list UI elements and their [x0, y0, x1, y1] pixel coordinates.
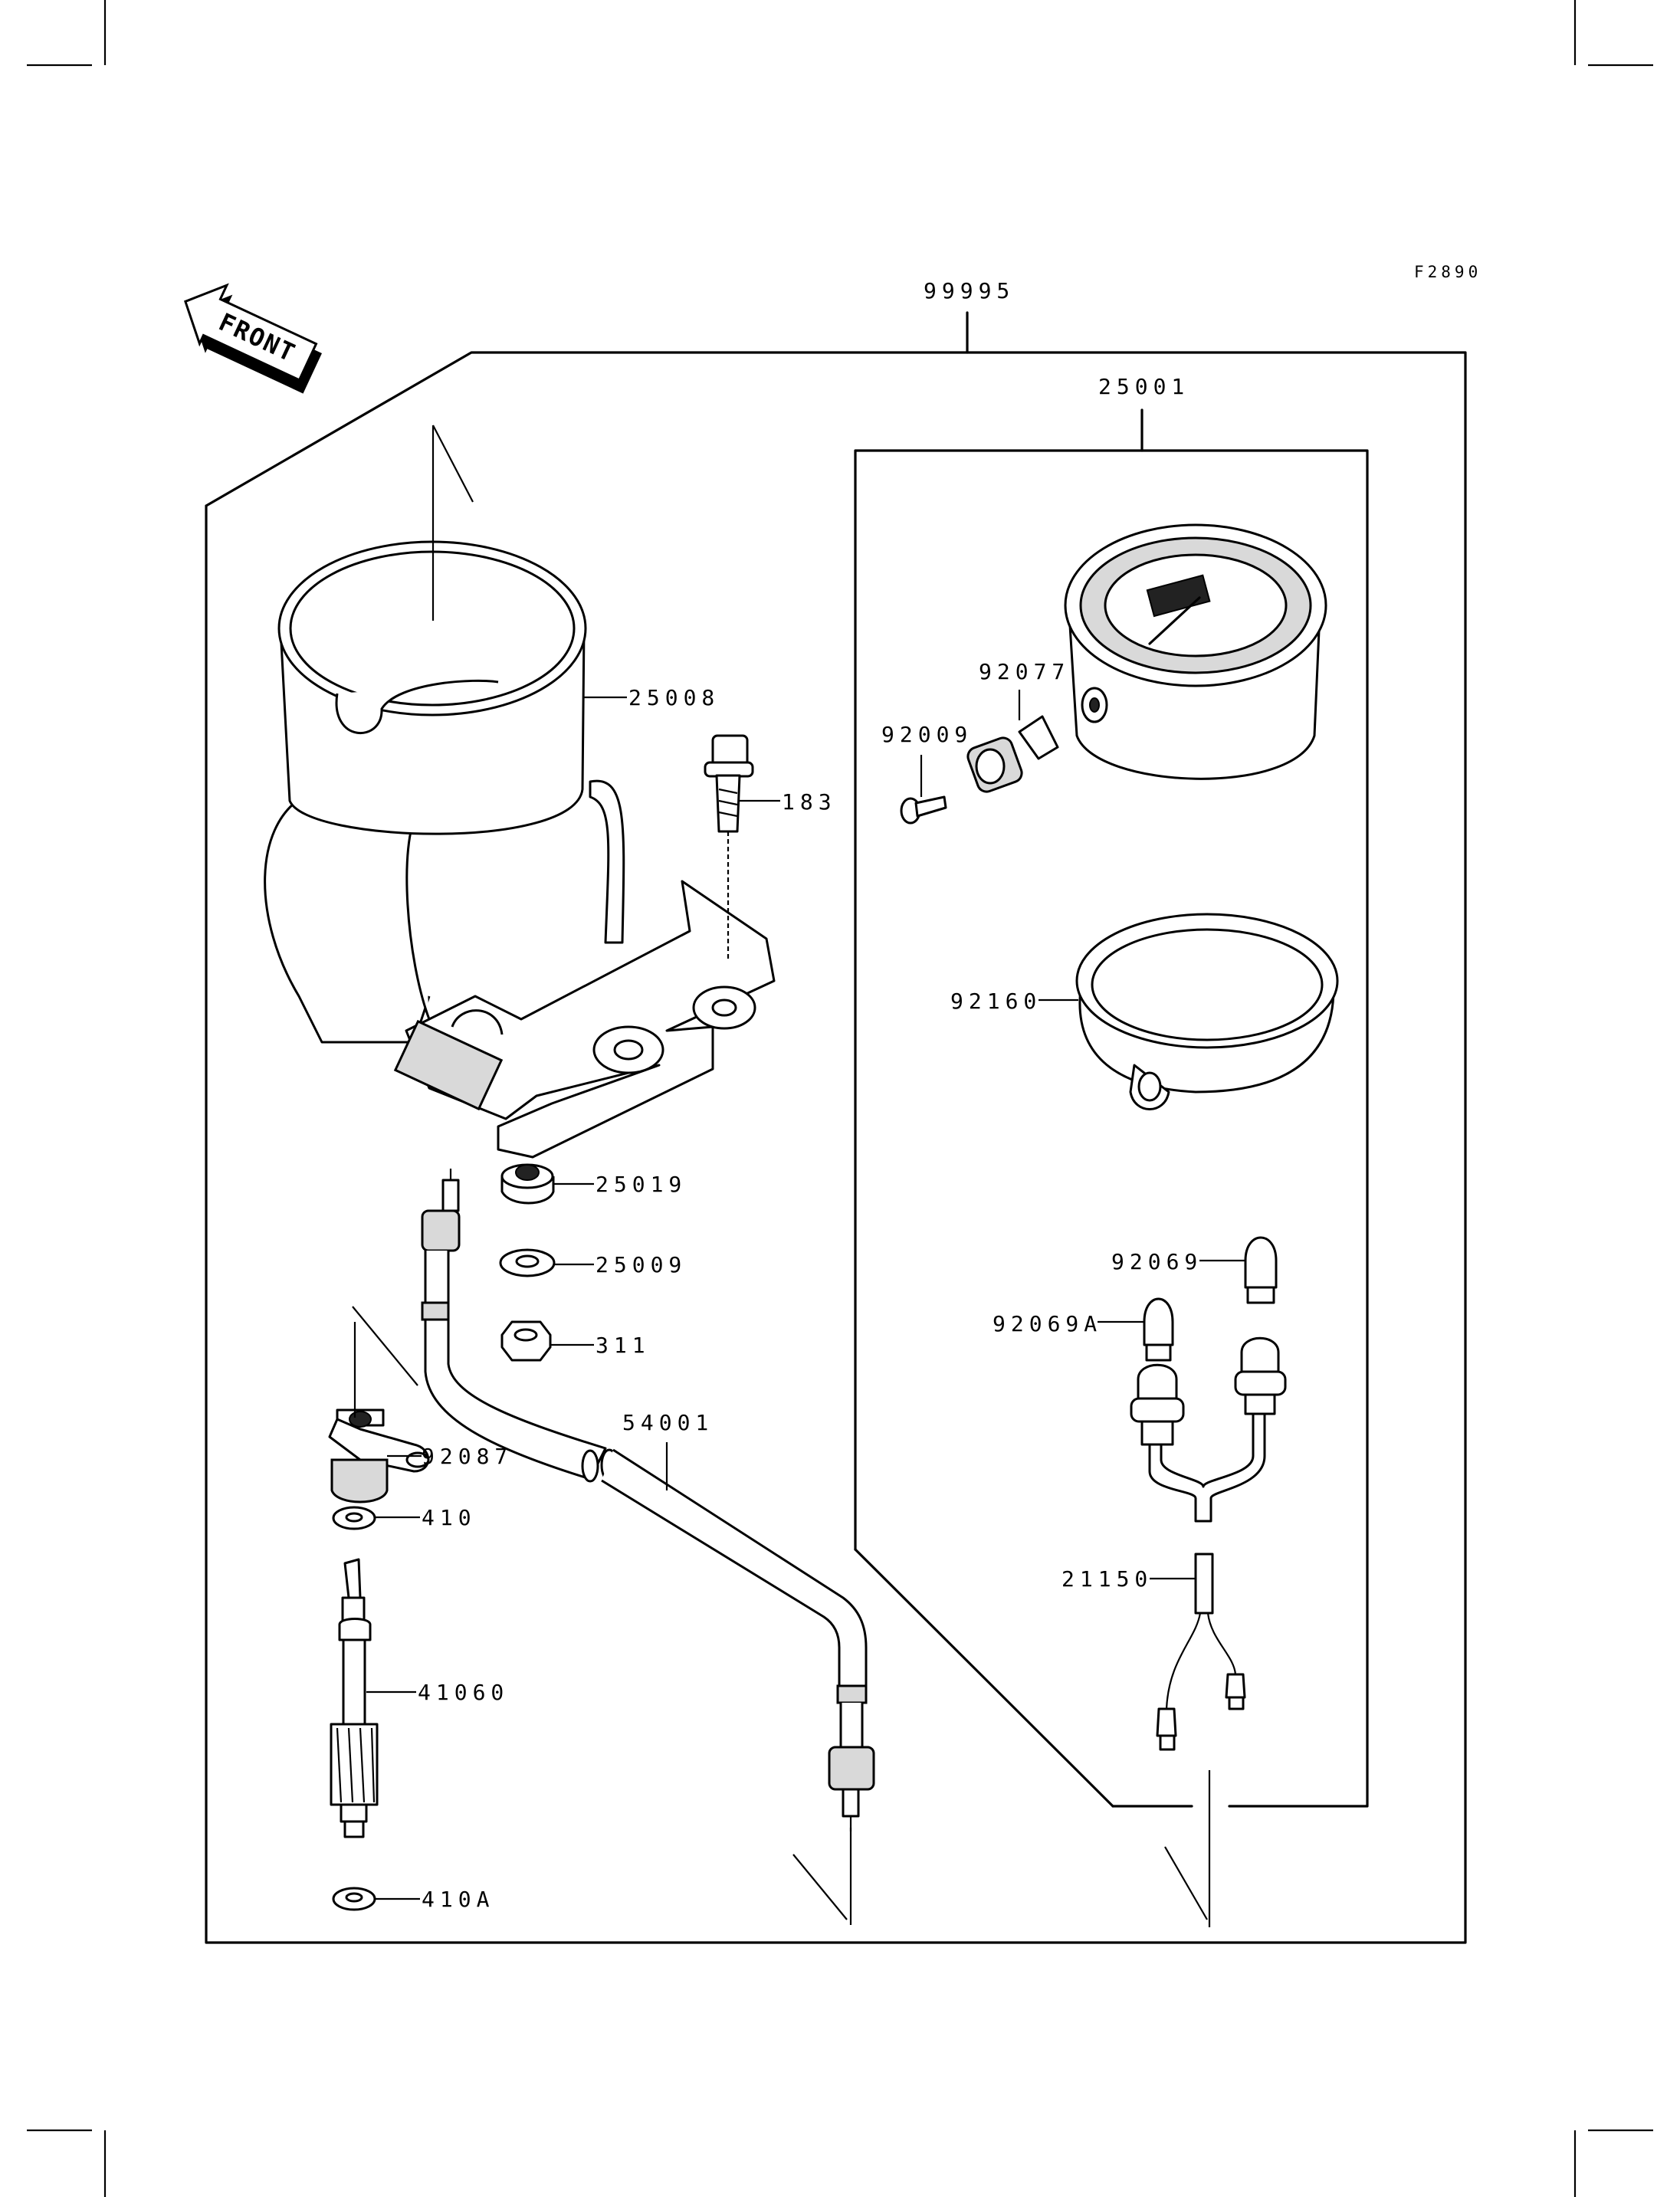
label-25008: 25008	[628, 685, 720, 710]
label-183: 183	[782, 789, 837, 815]
nut-311	[500, 1320, 552, 1362]
meter-cup-bracket	[264, 425, 776, 1159]
drive-gear-41060	[330, 1558, 379, 1838]
label-410: 410	[422, 1505, 477, 1530]
figure-code: F2890	[1414, 263, 1481, 281]
speedometer	[1064, 523, 1327, 780]
label-92087: 92087	[422, 1444, 513, 1469]
crop-marks	[27, 0, 1653, 2197]
meter-assembly-frame: 25001	[854, 374, 1369, 1808]
washer-25009	[499, 1248, 556, 1277]
label-92009: 92009	[881, 722, 973, 747]
front-arrow-icon: FRONT	[183, 283, 322, 394]
wiring-harness-21150	[1130, 1336, 1287, 1751]
bezel-92160	[1075, 913, 1339, 1110]
washer-410A	[332, 1887, 376, 1911]
screw-92009	[900, 755, 947, 825]
bolt-183	[704, 734, 754, 962]
label-92069: 92069	[1111, 1249, 1203, 1274]
label-311: 311	[596, 1333, 651, 1358]
label-25019: 25019	[596, 1172, 687, 1197]
label-25009: 25009	[596, 1252, 687, 1277]
label-41060: 41060	[418, 1680, 509, 1705]
label-92160: 92160	[950, 989, 1042, 1014]
cable-54001	[421, 1169, 875, 1831]
label-410A: 410A	[422, 1887, 494, 1912]
bulb-92069A	[1143, 1297, 1174, 1362]
meter-assembly-label: 25001	[1098, 374, 1189, 399]
gear-92077	[966, 715, 1059, 793]
washer-410	[332, 1506, 376, 1530]
label-54001: 54001	[622, 1410, 714, 1435]
bulb-92069	[1244, 1236, 1278, 1304]
label-92069A: 92069A	[993, 1311, 1102, 1336]
assembly-frame: 99995	[205, 278, 1467, 1944]
label-92077: 92077	[979, 659, 1070, 684]
assembly-label: 99995	[924, 278, 1015, 303]
label-21150: 21150	[1061, 1566, 1153, 1592]
grommet-25019	[500, 1163, 555, 1205]
gear-housing-92087	[328, 1322, 430, 1503]
